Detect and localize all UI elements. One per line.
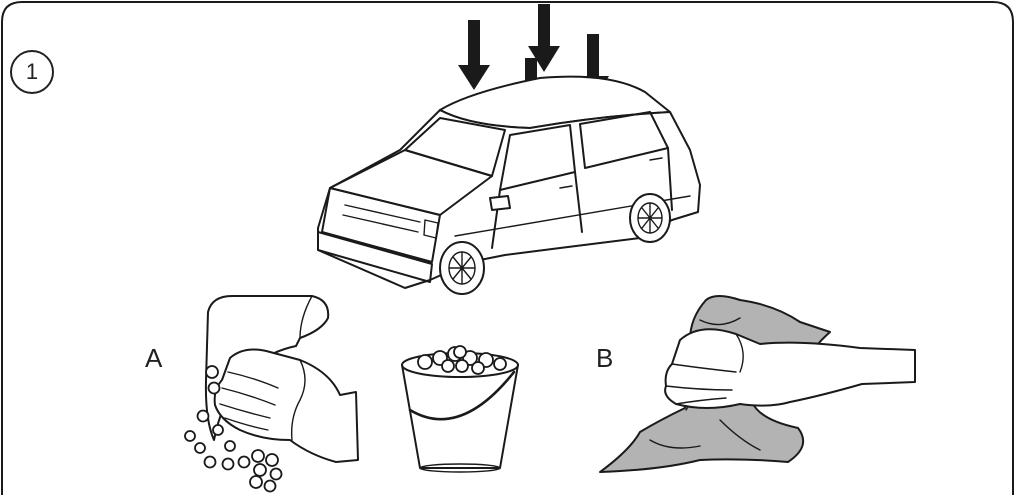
cloth-hand-illustration (590, 285, 920, 480)
car-illustration (300, 0, 720, 300)
sponge-hand-illustration (180, 290, 380, 495)
bucket-illustration (395, 340, 540, 475)
car-body (318, 77, 700, 294)
step-number: 1 (26, 59, 38, 85)
label-a: A (145, 345, 162, 371)
step-number-badge: 1 (10, 50, 54, 94)
down-arrow-icon (458, 20, 490, 90)
hand-icon (215, 350, 358, 462)
